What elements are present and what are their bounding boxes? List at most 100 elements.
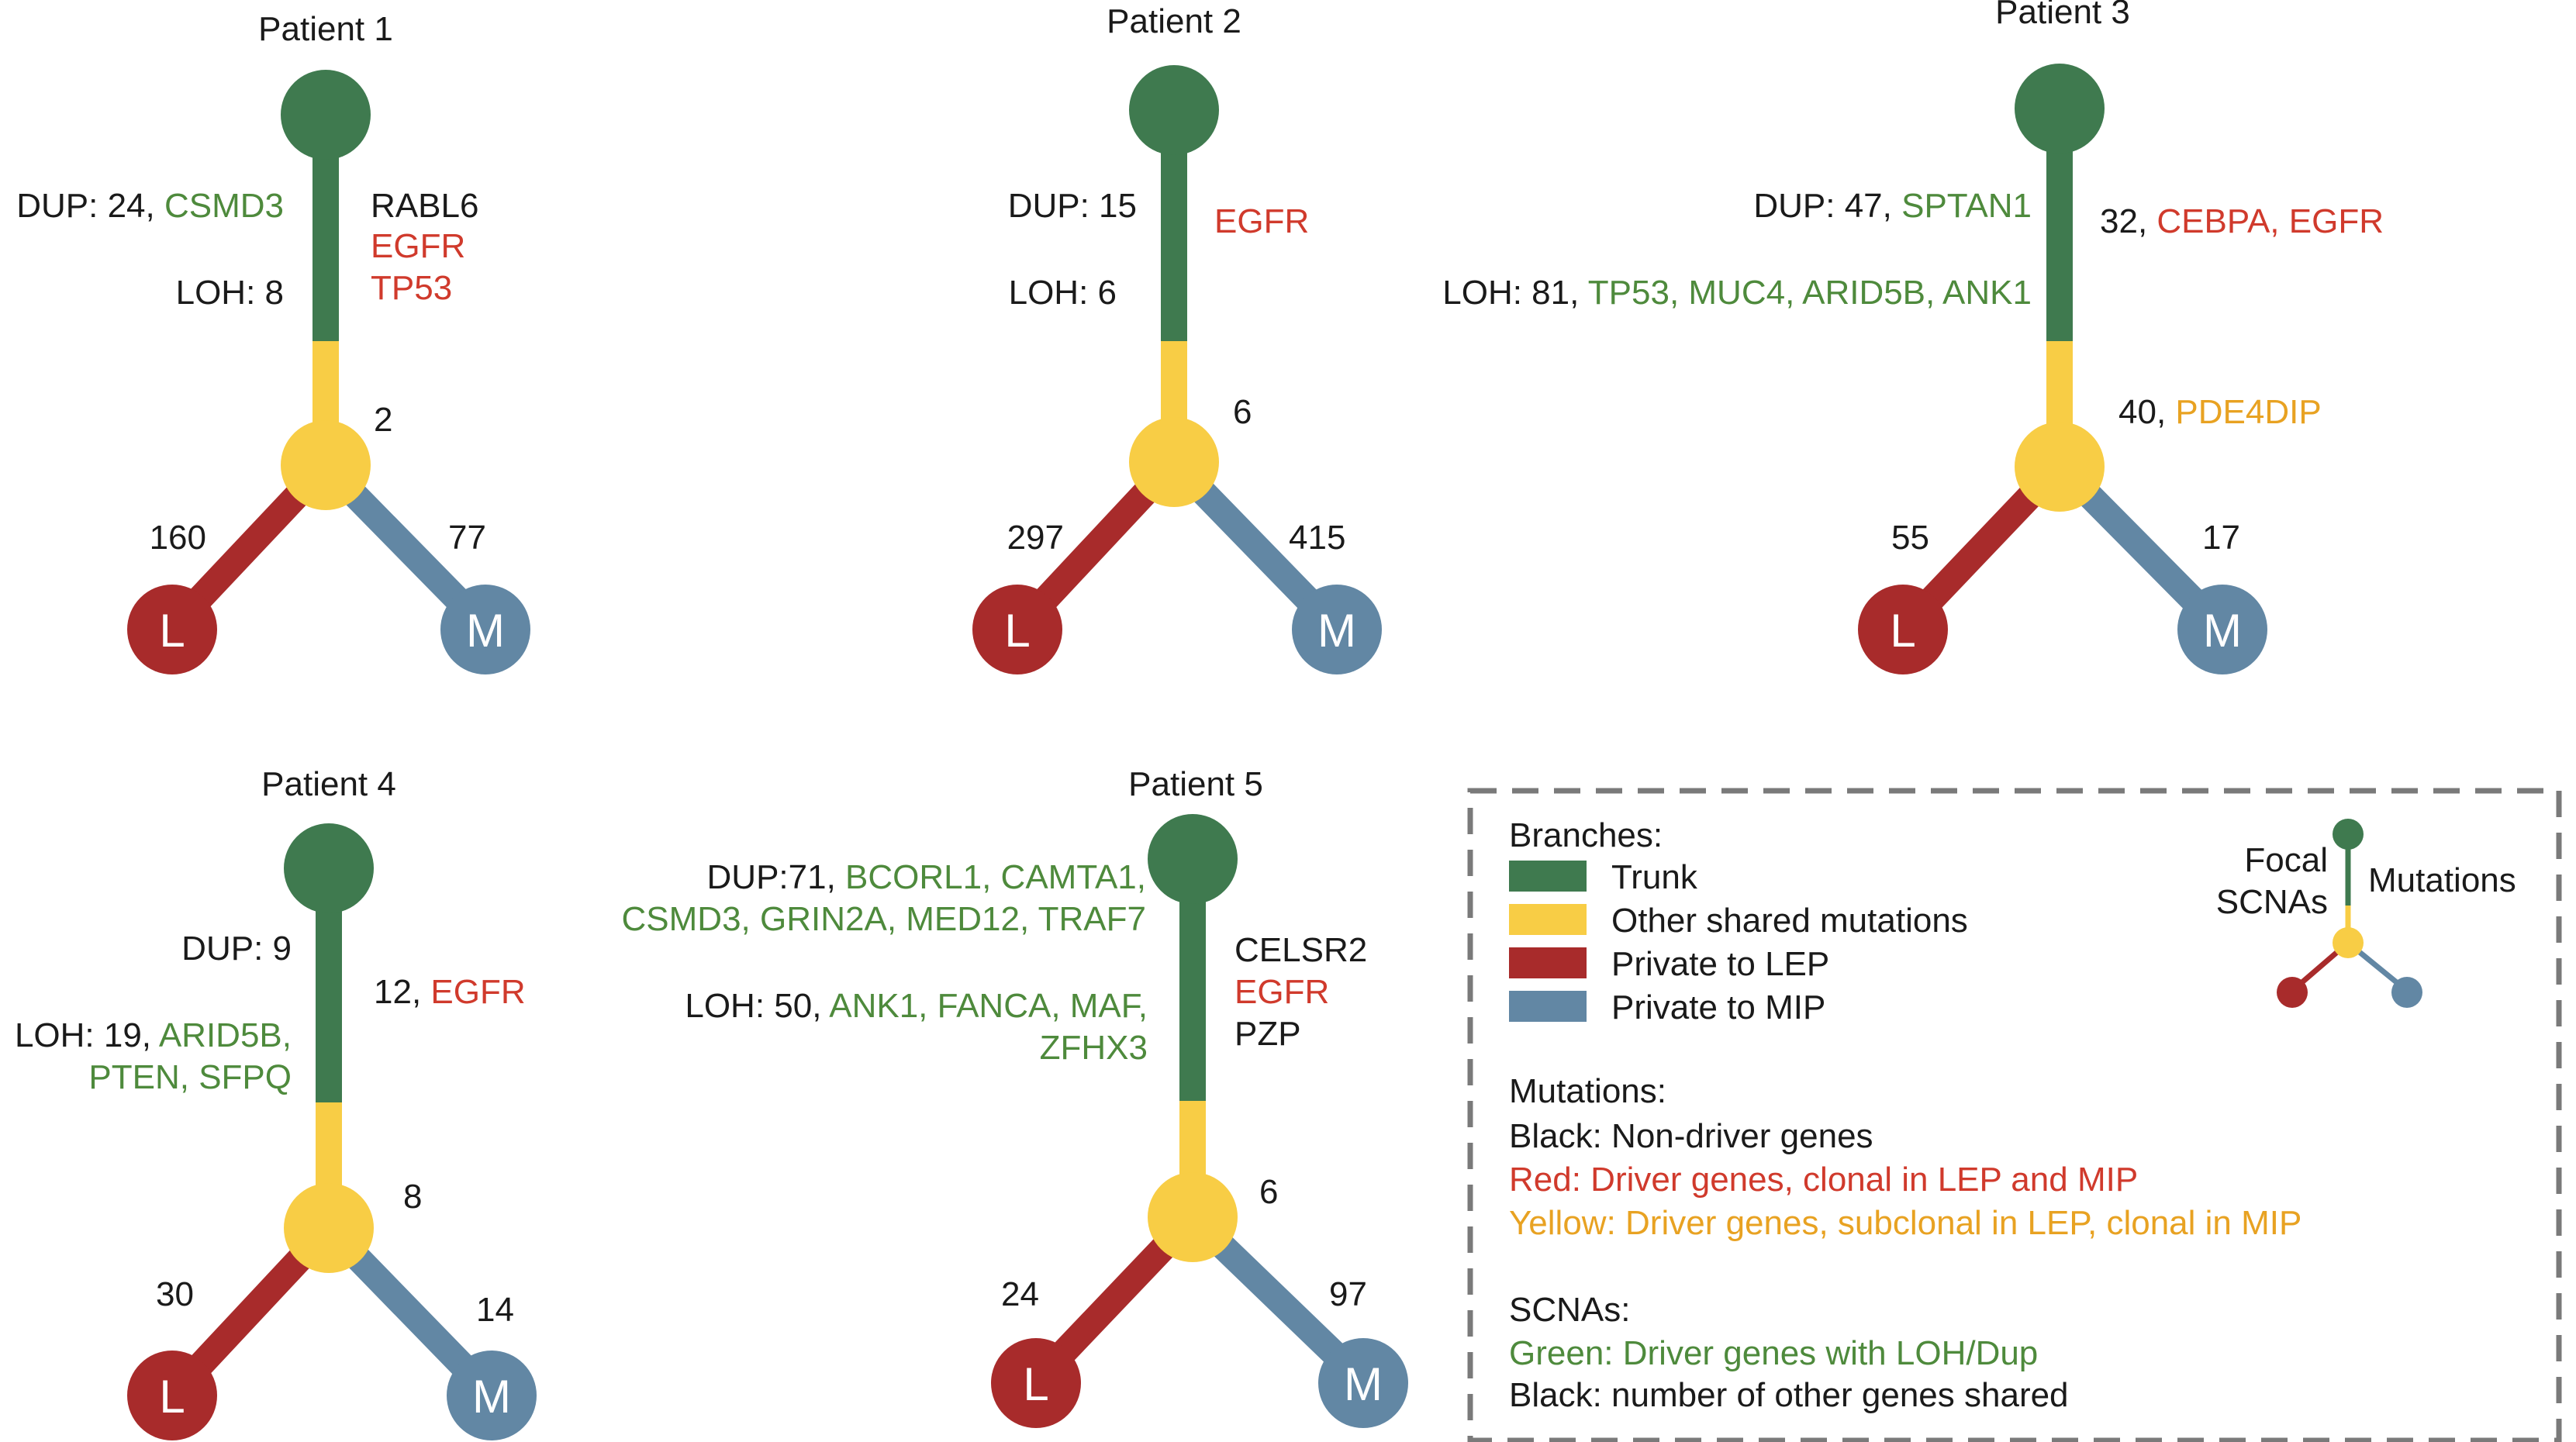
lep-node: [991, 1338, 1081, 1428]
trunk-genes: CEBPA, EGFR: [2156, 202, 2384, 240]
legend-scna-green: Green: Driver genes with LOH/Dup: [1509, 1334, 2038, 1372]
shared-node: [1129, 417, 1219, 507]
mini-mip-node: [2391, 977, 2422, 1008]
loh-genes: TP53, MUC4, ARID5B, ANK1: [1588, 274, 2032, 312]
mutation-gene-1: CELSR2: [1234, 931, 1367, 969]
mutation-gene-1: RABL6: [371, 187, 478, 225]
dup-annotation: DUP: 47, SPTAN1: [1753, 187, 2032, 225]
shared-count: 6: [1259, 1173, 1278, 1211]
legend-mini-tree: Focal SCNAs Mutations: [2216, 819, 2516, 1008]
loh-annotation: LOH: 81, TP53, MUC4, ARID5B, ANK1: [1442, 274, 2032, 312]
loh-annotation-line-1: LOH: 50, ANK1, FANCA, MAF,: [685, 987, 1148, 1025]
mip-count: 17: [2202, 519, 2240, 557]
mip-count: 97: [1329, 1275, 1367, 1313]
trunk-mutations: 32, CEBPA, EGFR: [2100, 202, 2384, 240]
trunk-mutations: 12, EGFR: [374, 973, 526, 1011]
mutation-gene: EGFR: [1214, 202, 1309, 240]
legend-label-trunk: Trunk: [1611, 858, 1698, 896]
dup-annotation-line-2: CSMD3, GRIN2A, MED12, TRAF7: [622, 900, 1146, 938]
trunk-root-node: [284, 823, 374, 913]
lep-count: 30: [156, 1275, 194, 1313]
loh-label: LOH: 81,: [1442, 274, 1588, 312]
legend-swatch-shared: [1509, 904, 1587, 935]
mip-node: [1318, 1338, 1408, 1428]
loh-annotation-line-2: PTEN, SFPQ: [88, 1058, 292, 1096]
loh-label: LOH: 19,: [15, 1016, 159, 1054]
mip-node-label: M: [466, 605, 505, 657]
dup-annotation: DUP: 9: [181, 930, 292, 968]
mip-node: [2177, 585, 2267, 674]
trunk-genes: EGFR: [430, 973, 525, 1011]
patient-title: Patient 5: [1128, 765, 1263, 803]
lep-node-label: L: [1023, 1358, 1048, 1410]
mutation-gene-3: PZP: [1234, 1015, 1301, 1053]
lep-count: 297: [1007, 519, 1064, 557]
mutation-gene-2: EGFR: [1234, 973, 1329, 1011]
legend-mutations-heading: Mutations:: [1509, 1072, 1666, 1110]
dup-genes: CSMD3: [164, 187, 284, 225]
trunk-root-node: [281, 70, 371, 160]
legend-frame: [1467, 788, 2562, 1442]
patient-5-tree: L M Patient 5 DUP:71, BCORL1, CAMTA1, CS…: [622, 765, 1408, 1428]
patient-1-tree: L M Patient 1 DUP: 24, CSMD3 LOH: 8 RABL…: [16, 10, 530, 674]
legend-swatch-mip: [1509, 991, 1587, 1022]
mutation-gene-3: TP53: [371, 269, 452, 307]
dup-annotation-line-1: DUP:71, BCORL1, CAMTA1,: [707, 858, 1146, 896]
legend-scna-black: Black: number of other genes shared: [1509, 1376, 2069, 1414]
lep-node-label: L: [1004, 605, 1030, 657]
trunk-count: 32,: [2100, 202, 2156, 240]
dup-label: DUP:71,: [707, 858, 846, 896]
mip-count: 415: [1289, 519, 1345, 557]
patient-title: Patient 3: [1995, 0, 2130, 31]
trunk-count: 12,: [374, 973, 430, 1011]
trunk-root-node: [1129, 65, 1219, 155]
shared-mutations: 40, PDE4DIP: [2118, 393, 2322, 431]
mip-node-label: M: [1344, 1358, 1383, 1410]
lep-node: [1858, 585, 1948, 674]
loh-genes: ARID5B,: [159, 1016, 292, 1054]
lep-count: 55: [1891, 519, 1929, 557]
mini-trunk-node: [2333, 819, 2364, 850]
shared-count: 8: [403, 1178, 422, 1216]
lep-node: [127, 585, 217, 674]
shared-node: [284, 1183, 374, 1273]
legend-mutation-red: Red: Driver genes, clonal in LEP and MIP: [1509, 1161, 2138, 1199]
shared-node: [1148, 1172, 1238, 1262]
lep-node-label: L: [159, 1371, 185, 1423]
mini-lep-node: [2277, 977, 2308, 1008]
legend: Branches: Trunk Other shared mutations P…: [1467, 788, 2562, 1442]
mip-node: [447, 1351, 537, 1440]
mip-count: 14: [476, 1291, 514, 1329]
dup-annotation: DUP: 15: [1008, 187, 1137, 225]
legend-label-mip: Private to MIP: [1611, 988, 1825, 1026]
patient-title: Patient 2: [1107, 2, 1241, 40]
patient-title: Patient 4: [261, 765, 396, 803]
loh-annotation-line-2: ZFHX3: [1040, 1029, 1148, 1067]
legend-mutation-yellow: Yellow: Driver genes, subclonal in LEP, …: [1509, 1204, 2301, 1242]
shared-count: 40,: [2118, 393, 2175, 431]
lep-node: [972, 585, 1062, 674]
trunk-root-node: [2015, 64, 2105, 154]
mip-node-label: M: [1317, 605, 1356, 657]
lep-node: [127, 1351, 217, 1440]
shared-node: [2015, 422, 2105, 512]
shared-count: 2: [374, 401, 392, 439]
mip-node-label: M: [472, 1371, 511, 1423]
shared-count: 6: [1233, 393, 1252, 431]
patient-title: Patient 1: [258, 10, 393, 48]
lep-node-label: L: [159, 605, 185, 657]
mini-mutations-label: Mutations: [2368, 861, 2516, 899]
legend-label-lep: Private to LEP: [1611, 945, 1829, 983]
mini-shared-node: [2333, 927, 2364, 958]
dup-label: DUP: 47,: [1753, 187, 1901, 225]
loh-genes: ANK1, FANCA, MAF,: [829, 987, 1148, 1025]
patient-4-tree: L M Patient 4 DUP: 9 LOH: 19, ARID5B, PT…: [15, 765, 537, 1440]
dup-label: DUP: 24,: [16, 187, 164, 225]
legend-mutation-black: Black: Non-driver genes: [1509, 1117, 1873, 1155]
legend-swatch-lep: [1509, 947, 1587, 978]
dup-annotation: DUP: 24, CSMD3: [16, 187, 284, 225]
legend-label-shared: Other shared mutations: [1611, 902, 1968, 940]
lep-count: 160: [150, 519, 206, 557]
mip-node: [440, 585, 530, 674]
dup-genes: BCORL1, CAMTA1,: [845, 858, 1146, 896]
